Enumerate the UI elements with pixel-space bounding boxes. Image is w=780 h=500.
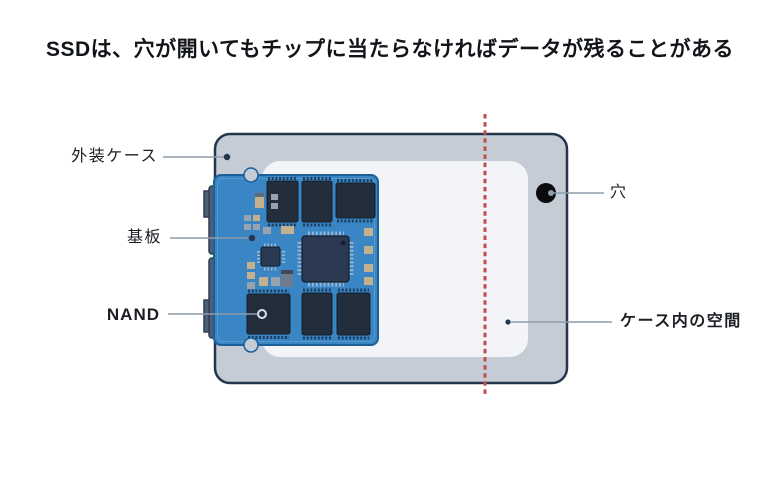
circuit-board: [213, 167, 379, 353]
label-hole: 穴: [610, 184, 628, 201]
controller-pin1-dot: [340, 240, 346, 246]
nand-anchor-ring: [257, 309, 267, 319]
board-anchor-dot: [248, 234, 256, 242]
diagram-title: SSDは、穴が開いてもチップに当たらなければデータが残ることがある: [46, 38, 734, 61]
label-nand: NAND: [106, 305, 160, 324]
pcb-notch-bottom: [243, 337, 259, 353]
hole-anchor-dot: [548, 190, 554, 196]
case-space-anchor-dot: [505, 319, 511, 325]
passive-components: [244, 193, 373, 289]
label-outer-case: 外装ケース: [71, 148, 158, 165]
small-ic-pins: [257, 243, 285, 271]
pcb-highlight: [217, 178, 375, 342]
small-ic-chip: [260, 246, 281, 267]
pcb-notch-top: [243, 167, 259, 183]
nand-chip: [266, 180, 299, 223]
nand-chip: [301, 180, 333, 223]
hole-shape: [536, 183, 556, 203]
nand-chip: [301, 292, 333, 336]
controller-pins: [297, 231, 354, 287]
label-board: 基板: [126, 229, 162, 246]
outer-case-anchor-dot: [223, 153, 231, 161]
label-case-space: ケース内の空間: [620, 313, 742, 330]
nand-chip: [336, 292, 371, 336]
nand-chip: [335, 182, 376, 219]
chip-pins: [248, 177, 374, 340]
controller-chip: [301, 235, 350, 283]
leader-lines: [163, 156, 612, 323]
